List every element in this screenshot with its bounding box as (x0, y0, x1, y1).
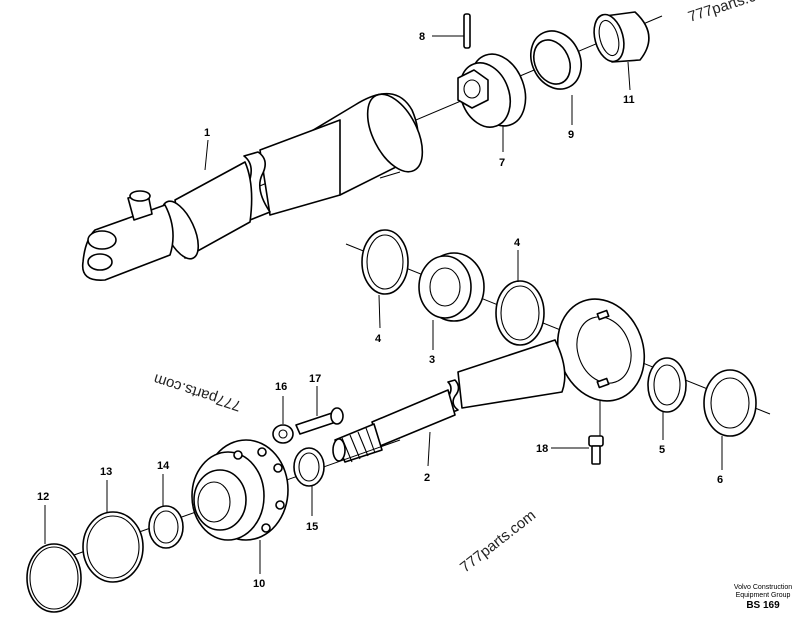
callout-18: 18 (536, 443, 548, 455)
callout-1: 1 (204, 127, 210, 139)
callout-3: 3 (429, 354, 435, 366)
callout-15: 15 (306, 521, 318, 533)
callout-7: 7 (499, 157, 505, 169)
snap-ring-part-4-right (495, 280, 545, 346)
callout-9: 9 (568, 129, 574, 141)
callout-13: 13 (100, 466, 112, 478)
spherical-bearing-part-3 (418, 252, 485, 322)
callout-6: 6 (717, 474, 723, 486)
wiper-ring-part-5 (647, 357, 687, 413)
cylinder-tube-part-1 (81, 92, 424, 281)
piston-seal-part-9 (530, 30, 582, 90)
bearing-assembly-axis (345, 243, 771, 415)
seal-ring-part-6 (703, 369, 757, 437)
bolt-part-17 (295, 407, 344, 435)
callout-16: 16 (275, 381, 287, 393)
watermark-center: 777parts.com (457, 507, 539, 576)
cylinder-head-part-10 (191, 439, 289, 541)
footer-line-1: Volvo Construction (734, 584, 792, 591)
callout-4-right: 4 (514, 237, 521, 249)
washer-part-16 (272, 424, 294, 444)
callout-5: 5 (659, 444, 665, 456)
callout-11: 11 (623, 94, 635, 106)
spring-pin-part-8 (463, 13, 471, 49)
guide-ring-part-11 (593, 11, 650, 63)
watermark-middle-left: 777parts.com (152, 370, 244, 414)
seal-part-14 (148, 505, 184, 549)
callout-14: 14 (157, 460, 170, 472)
callout-12: 12 (37, 491, 49, 503)
callout-2: 2 (424, 472, 430, 484)
callout-4-left: 4 (375, 333, 382, 345)
o-ring-part-15 (293, 447, 325, 487)
leader-lines (44, 35, 723, 574)
watermark-top-right: 777parts.com (686, 0, 778, 26)
grease-nipple-part-18 (588, 435, 604, 465)
callout-8: 8 (419, 31, 425, 43)
footer-code: BS 169 (746, 600, 780, 611)
callout-labels: 1 8 7 9 11 4 3 4 2 18 5 6 16 17 15 10 14… (37, 31, 723, 590)
o-ring-part-12 (26, 543, 82, 613)
callout-17: 17 (309, 373, 321, 385)
piston-rod-part-2 (332, 298, 646, 463)
footer-line-2: Equipment Group (736, 592, 791, 599)
callout-10: 10 (253, 578, 265, 590)
backup-ring-part-13 (82, 511, 144, 583)
snap-ring-part-4-left (361, 229, 409, 295)
piston-nut-part-7 (457, 53, 527, 128)
